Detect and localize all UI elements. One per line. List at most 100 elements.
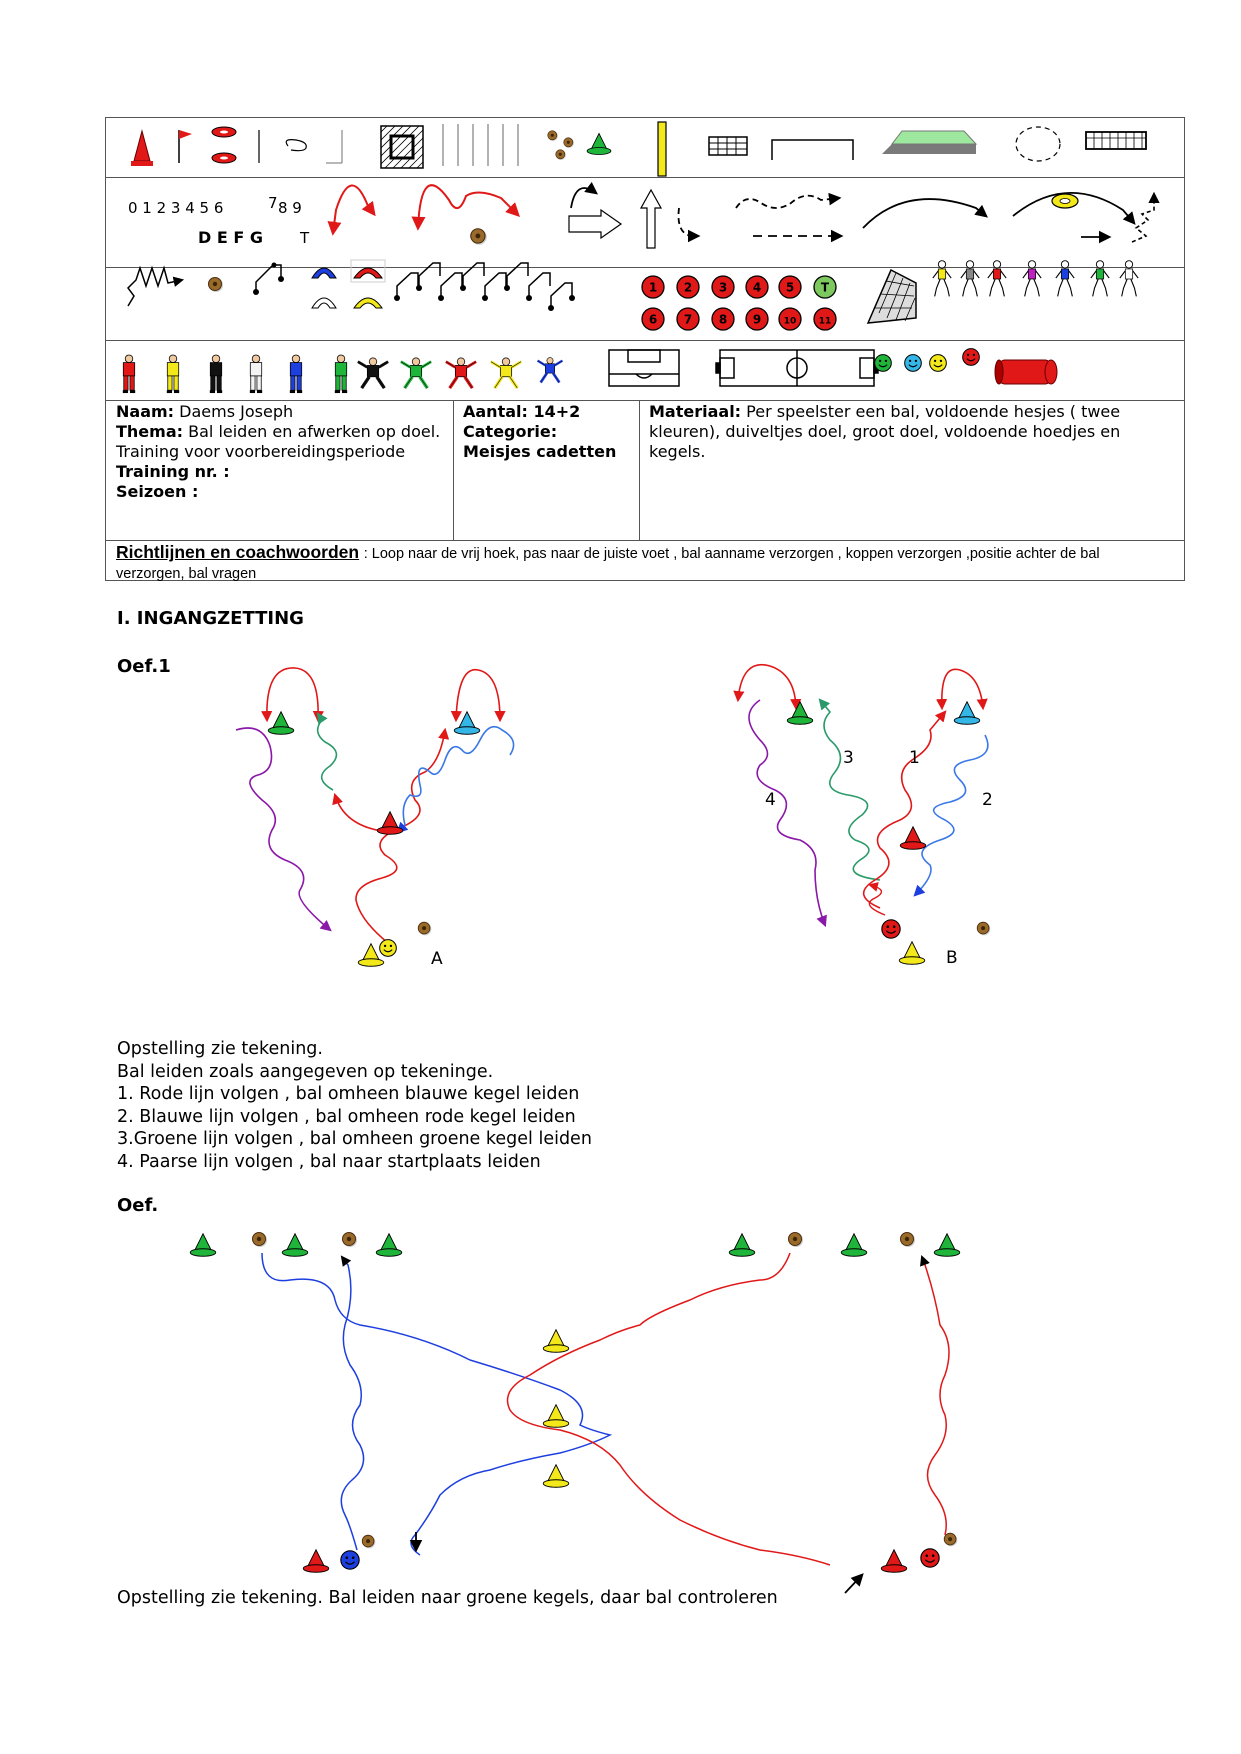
ball-icon [976,921,991,936]
up-arrow-icon [639,188,663,249]
red-cone-icon [899,826,927,850]
numbered-marker-label: 5 [786,281,794,295]
route-label-1: 1 [909,748,920,768]
cone-icon [131,129,153,166]
smiley-icon [379,939,397,957]
turn-arrow [450,669,506,723]
route-blue [913,734,989,897]
tube-icon [994,359,1058,385]
numbered-marker [711,275,735,299]
dribble-arrow-icon [411,184,520,231]
exercise-1-diagrams: A B 1 2 3 4 [235,663,993,969]
route-red [355,727,450,944]
exercise-2-description: Opstelling zie tekening. Bal leiden naar… [117,1588,778,1608]
pole-yellow-icon [657,121,667,177]
route-teal [316,712,338,791]
hurdle-row-icon [396,262,573,306]
numbered-marker-label: 4 [753,281,761,295]
naam-value: Daems Joseph [179,402,294,421]
red-cone-icon [880,1549,908,1573]
letter-t-legend: T [299,229,310,247]
ball-icon [900,1232,916,1248]
numbers-legend-sup: 7 [268,194,278,212]
route-blue-return [340,1255,365,1551]
guidelines-text: : Loop naar de vrij hoek, pas naar de ju… [116,546,1100,582]
zigzag-arrow-icon [1131,191,1160,243]
green-cone-icon [786,701,814,725]
numbered-marker [676,275,700,299]
green-cone-icon [267,711,295,735]
numbered-marker [778,307,802,331]
large-goal-icon [1085,131,1147,150]
smiley-icon [881,919,901,939]
ball-icon [252,1232,268,1248]
cyan-cone-icon [453,711,481,735]
yellow-marker-icon [353,297,383,309]
section-heading: I. INGANGZETTING [117,608,304,629]
stick-players [932,260,1139,297]
red-marker-icon [353,267,383,279]
green-cone-icon [189,1233,217,1257]
green-cone-icon [375,1233,403,1257]
exercise-1-title: Oef.1 [117,656,171,677]
numbered-marker-label: 10 [784,317,797,327]
exercise-2-diagram [189,1232,961,1594]
letters-legend: D E F G [198,228,263,247]
divider [106,340,1184,341]
pass-arrow-icon [862,198,988,229]
info-naam-thema: Naam: Daems Joseph Thema: Bal leiden en … [116,402,446,502]
ladder-icon [442,124,519,166]
yellow-cone-icon [542,1329,570,1353]
smiley-icon [929,354,947,372]
disc-icon [211,126,237,164]
ball-icon [342,1232,358,1248]
description-line: 2. Blauwe lijn volgen , bal omheen rode … [117,1106,576,1127]
route-blue [396,725,515,834]
green-cone-icon [933,1233,961,1257]
yellow-cone-icon [542,1404,570,1428]
numbered-marker-label: 8 [719,313,727,327]
flag-icon [178,130,192,163]
route-label-3: 3 [843,748,854,768]
long-pass-arrow-icon [1012,192,1136,225]
smiley-icon [920,1548,940,1568]
turn-arrow [261,667,324,723]
guidelines: Richtlijnen en coachwoorden : Loop naar … [116,542,1171,584]
smiley-icon [962,348,980,366]
net-icon [708,136,748,156]
numbered-marker [641,275,665,299]
green-marker [813,275,837,299]
green-cone-icon [840,1233,868,1257]
naam-label: Naam: [116,402,175,421]
square-pattern-icon [380,125,424,169]
ball-icon [208,277,224,293]
route-red-short [868,882,886,916]
numbers-legend: 0 1 2 3 4 5 6 [128,199,223,217]
green-marker-label: T [821,281,830,295]
route-red [506,1252,831,1566]
divider [639,400,640,540]
numbered-marker [676,307,700,331]
route-red [862,710,947,909]
symbol-legend: 0 1 2 3 4 5 6 7 8 9 D E F G T [122,121,1160,394]
turn-arrow [733,663,802,711]
numbered-marker-label: 2 [684,281,692,295]
numbered-marker-label: 9 [753,313,761,327]
route-label-2: 2 [982,790,993,810]
green-cone-icon [728,1233,756,1257]
numbered-marker [745,307,769,331]
hurdle-icon [326,130,343,164]
route-label-4: 4 [765,790,776,810]
blue-marker-icon [311,267,337,279]
divider [106,540,1184,541]
green-cone-icon [281,1233,309,1257]
description-line: 3.Groene lijn volgen , bal omheen groene… [117,1129,592,1149]
divider [106,267,1184,268]
diagram-a-label: A [431,949,443,969]
numbered-marker [813,307,837,331]
turn-arrows-icon [568,181,623,240]
route-purple [748,699,827,928]
info-materiaal: Materiaal: Per speelster een bal, voldoe… [649,402,1159,462]
divider [106,177,1184,178]
exercise-1-description: Opstelling zie tekening. Bal leiden zoal… [117,1038,1017,1173]
